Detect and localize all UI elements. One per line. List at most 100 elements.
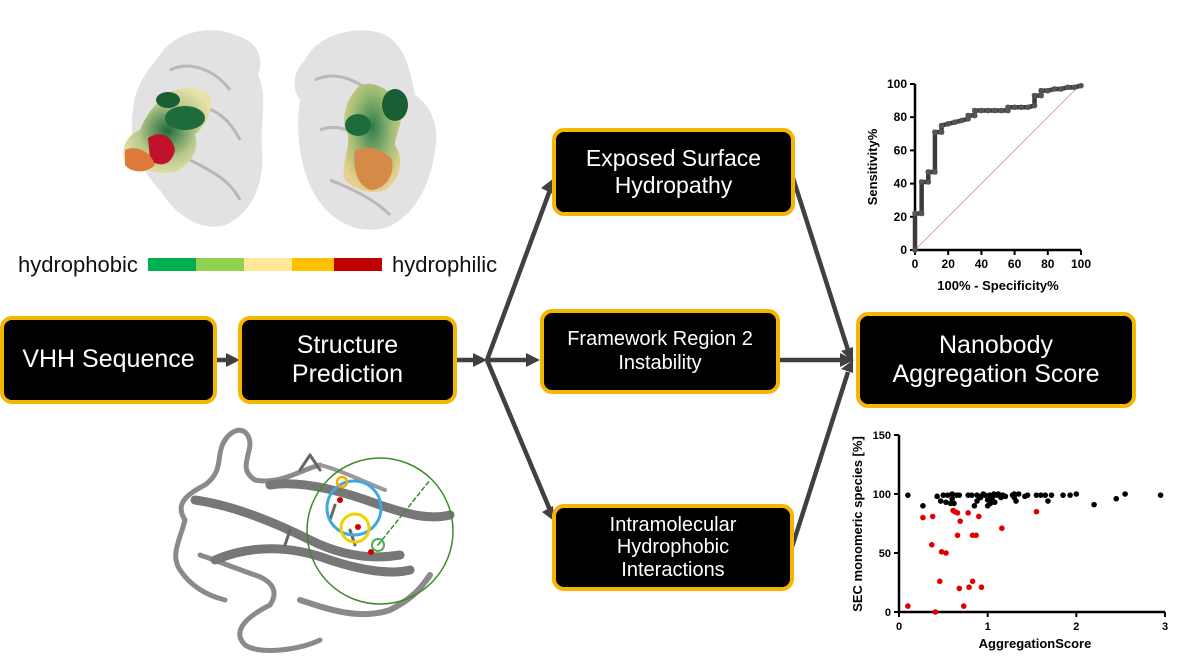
scatter-point-black bbox=[1002, 493, 1009, 500]
roc-point bbox=[1045, 87, 1051, 94]
scatter-point-black bbox=[1038, 492, 1044, 498]
scatter-point-black bbox=[984, 503, 991, 509]
y-tick-label: 50 bbox=[879, 548, 891, 560]
scatter-point-red bbox=[929, 513, 936, 520]
scatter-point-red bbox=[920, 514, 926, 521]
arrow-to-exposed-surface bbox=[484, 189, 553, 361]
roc-point bbox=[1031, 92, 1038, 99]
y-axis-title: Sensitivity% bbox=[865, 128, 880, 205]
scatter-point-black bbox=[1015, 491, 1022, 497]
hydropathy-colorbar bbox=[148, 258, 382, 271]
y-tick-label: 150 bbox=[873, 430, 891, 442]
arrowhead bbox=[226, 353, 240, 367]
scatter-point-black bbox=[940, 492, 947, 498]
x-tick-label: 3 bbox=[1162, 621, 1168, 633]
scatter-point-black bbox=[971, 503, 978, 509]
structure-prediction-box: Structure Prediction bbox=[238, 316, 457, 404]
scatter-point-red bbox=[973, 532, 979, 539]
roc-point bbox=[971, 112, 978, 119]
roc-point bbox=[932, 129, 938, 135]
scatter-point-red bbox=[938, 549, 945, 555]
scatter-point-red bbox=[966, 584, 972, 591]
scatter-point-red bbox=[978, 584, 985, 591]
y-tick-label: 60 bbox=[894, 143, 908, 157]
box-label: Exposed Surface bbox=[585, 144, 762, 171]
scatter-point-black bbox=[1067, 492, 1073, 498]
roc-point bbox=[965, 112, 971, 119]
scatter-point-black bbox=[1033, 492, 1040, 498]
arrowhead bbox=[542, 506, 554, 521]
scatter-point-red bbox=[932, 609, 939, 615]
scatter-point-black bbox=[1157, 492, 1164, 498]
scatter-point-red bbox=[954, 510, 961, 516]
roc-point bbox=[932, 169, 938, 175]
roc-point bbox=[1071, 84, 1078, 91]
arrowhead bbox=[840, 353, 854, 367]
y-tick-label: 0 bbox=[885, 607, 891, 619]
scatter-point-black bbox=[956, 492, 963, 498]
scatter-point-red bbox=[976, 513, 982, 520]
roc-point bbox=[912, 247, 918, 253]
y-tick-label: 0 bbox=[900, 243, 907, 257]
y-axis-title: SEC monomeric species [%] bbox=[850, 436, 865, 612]
colorbar-segment bbox=[334, 258, 382, 271]
x-tick-label: 2 bbox=[1073, 621, 1079, 633]
scatter-point-red bbox=[956, 585, 963, 592]
reference-diagonal-line bbox=[914, 83, 1082, 251]
scatter-point-black bbox=[1073, 491, 1080, 497]
scatter-point-black bbox=[920, 503, 926, 509]
roc-point bbox=[918, 210, 925, 217]
box-label: Hydropathy bbox=[614, 172, 733, 198]
x-tick-label: 40 bbox=[975, 257, 989, 271]
scatter-point-red bbox=[954, 532, 961, 539]
x-tick-label: 0 bbox=[896, 621, 902, 633]
scatter-point-black bbox=[1122, 491, 1128, 497]
x-tick-label: 60 bbox=[1008, 257, 1022, 271]
box-label: VHH Sequence bbox=[22, 345, 195, 374]
roc-point bbox=[985, 107, 991, 114]
roc-point bbox=[1018, 104, 1025, 111]
scatter-point-red bbox=[929, 541, 935, 548]
scatter-point-black bbox=[934, 493, 940, 500]
scatter-point-black bbox=[905, 492, 911, 498]
scatter-point-black bbox=[1024, 492, 1031, 498]
flow-arrows bbox=[217, 174, 854, 548]
scatter-point-black bbox=[944, 492, 951, 498]
arrowhead bbox=[526, 353, 540, 367]
roc-point bbox=[912, 210, 918, 217]
box-label: Nanobody bbox=[939, 330, 1053, 359]
x-axis-title: AggregationScore bbox=[979, 636, 1092, 651]
box-label: Prediction bbox=[291, 360, 404, 388]
roc-point bbox=[1031, 102, 1038, 109]
roc-point bbox=[918, 179, 925, 185]
scatter-point-red bbox=[936, 578, 943, 585]
arrow-exposed-to-score bbox=[789, 174, 851, 351]
scatter-point-black bbox=[949, 495, 955, 502]
scatter-point-black bbox=[989, 495, 995, 502]
roc-point bbox=[952, 119, 958, 125]
scatter-point-red bbox=[957, 518, 963, 524]
box-label: Structure bbox=[296, 330, 399, 359]
roc-point bbox=[978, 107, 985, 114]
scatter-point-black bbox=[1048, 492, 1055, 498]
scatter-point-red bbox=[1033, 508, 1040, 515]
scatter-point-black bbox=[982, 492, 988, 498]
arrow-to-intramolecular bbox=[484, 359, 553, 511]
scatter-point-black bbox=[949, 491, 955, 497]
hydrophilic-label: hydrophilic bbox=[392, 252, 498, 277]
roc-point bbox=[1011, 104, 1018, 111]
colorbar-segment bbox=[196, 258, 244, 271]
x-tick-label: 80 bbox=[1041, 257, 1055, 271]
scatter-point-black bbox=[943, 499, 949, 506]
colorbar-segment bbox=[244, 258, 292, 271]
scatter-point-red bbox=[969, 578, 976, 585]
scatter-point-red bbox=[999, 525, 1005, 532]
roc-point bbox=[1025, 104, 1031, 111]
y-tick-label: 100 bbox=[887, 77, 907, 91]
roc-point bbox=[1064, 84, 1071, 91]
roc-point bbox=[1038, 87, 1044, 94]
scatter-point-black bbox=[951, 500, 957, 507]
arrowhead bbox=[473, 353, 487, 367]
